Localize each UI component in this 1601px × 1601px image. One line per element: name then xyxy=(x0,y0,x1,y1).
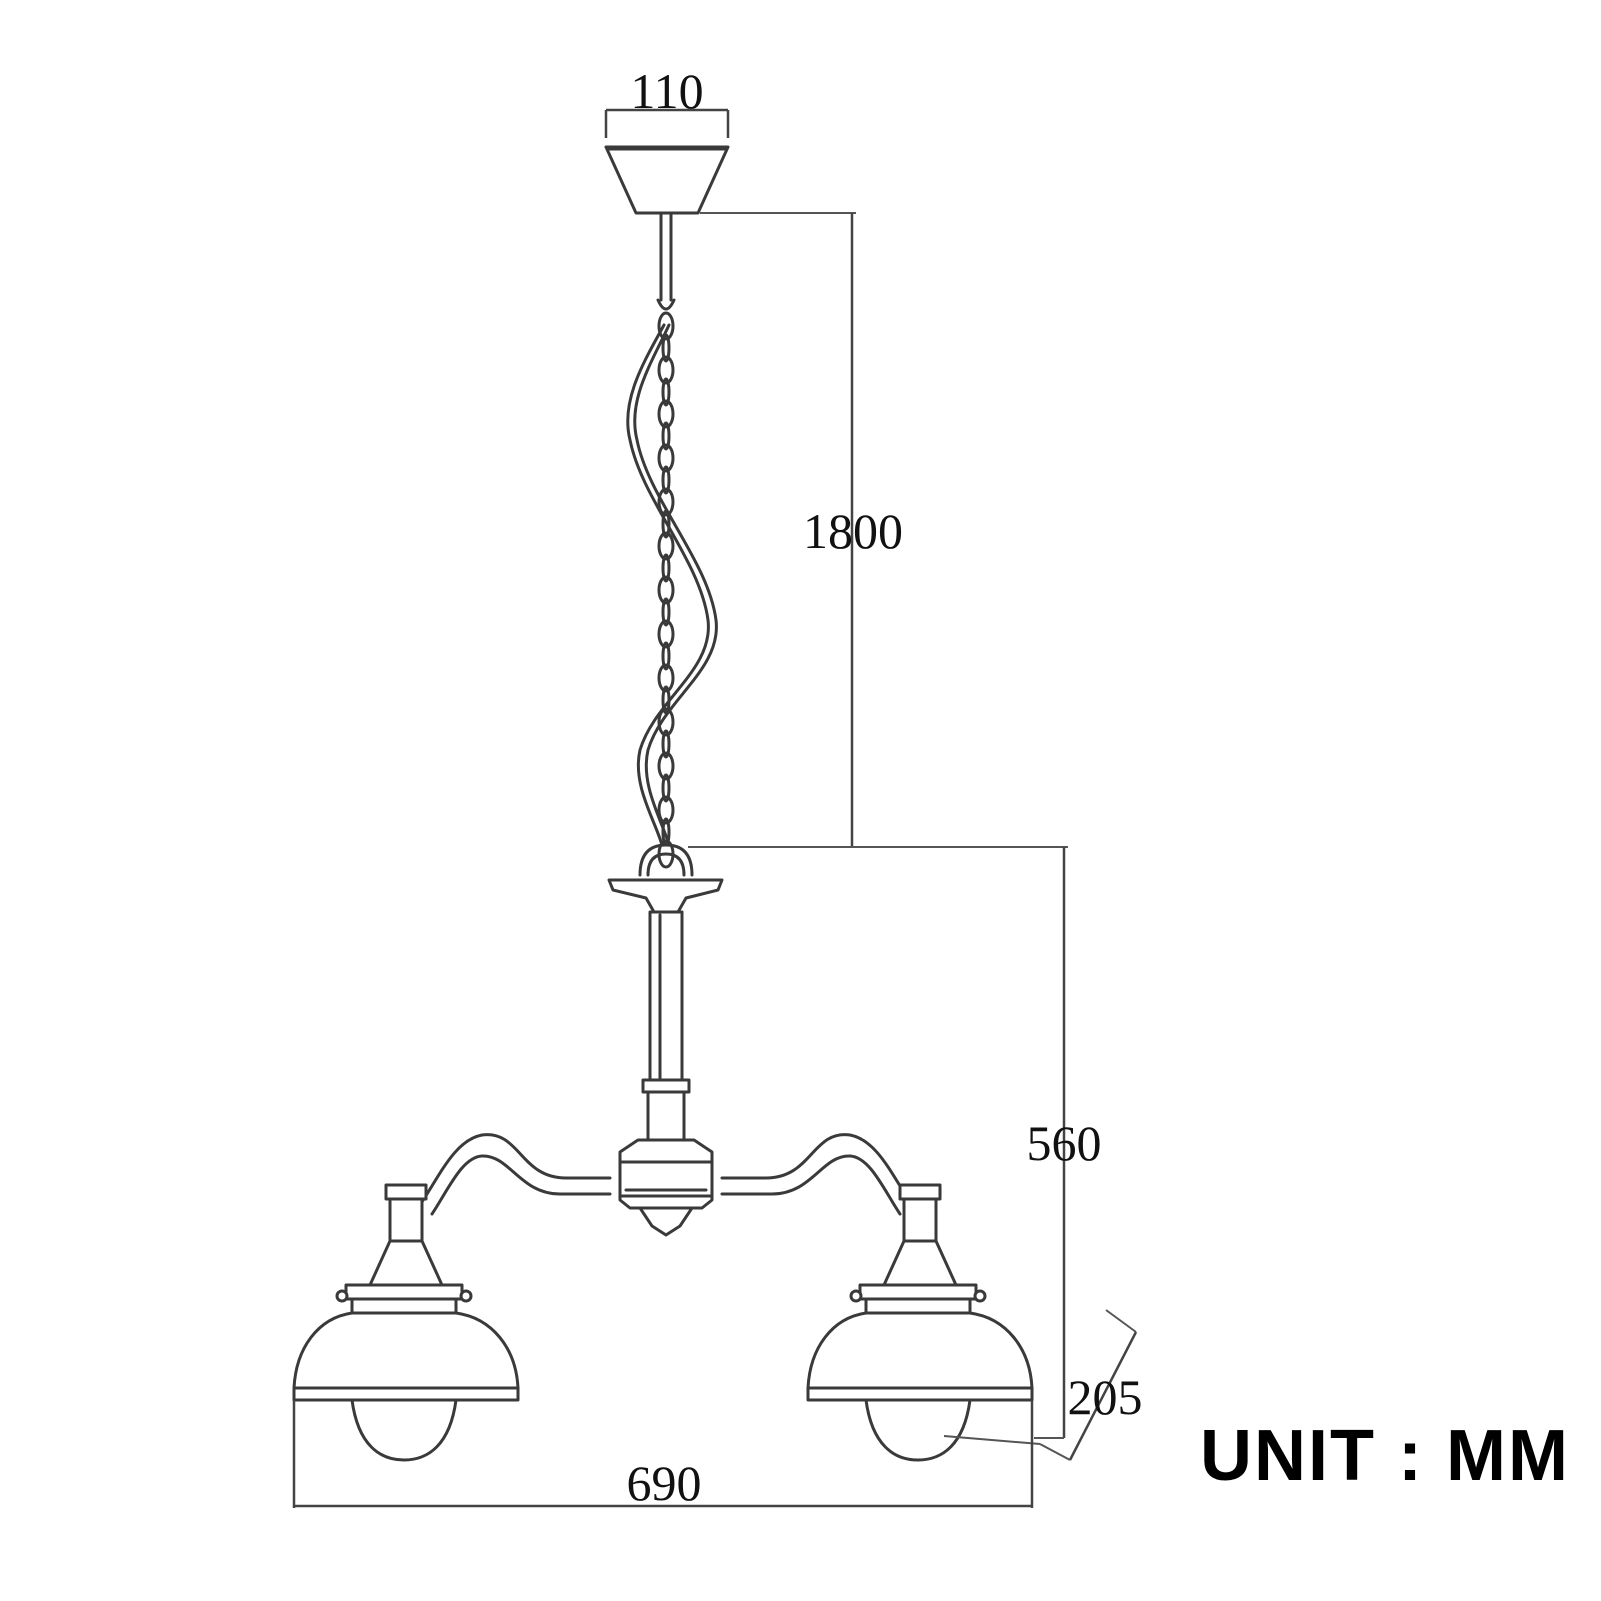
chain-link xyxy=(661,597,671,627)
dimension-1800: 1800 xyxy=(688,212,903,848)
chain-link xyxy=(657,311,675,341)
hanging-chain xyxy=(657,311,675,869)
chain-link xyxy=(657,399,675,429)
chain-link xyxy=(657,663,675,693)
dimension-label-560: 560 xyxy=(1027,1115,1102,1171)
central-stem xyxy=(641,910,691,1144)
right-lamp-shade xyxy=(806,1183,1034,1462)
central-body xyxy=(618,1138,714,1237)
dimension-label-205: 205 xyxy=(1068,1369,1143,1425)
chain-link xyxy=(657,443,675,473)
chain-link xyxy=(657,619,675,649)
chain-link xyxy=(661,465,671,495)
hook-and-cup xyxy=(607,843,724,914)
decorative-wire xyxy=(626,323,718,847)
chain-link xyxy=(661,553,671,583)
dimension-label-110: 110 xyxy=(630,63,703,119)
chain-link xyxy=(657,531,675,561)
unit-label: UNIT : MM xyxy=(1200,1416,1570,1496)
dimension-205: 205 xyxy=(943,1309,1143,1461)
chain-link xyxy=(657,751,675,781)
down-rod xyxy=(656,211,676,311)
chain-link xyxy=(657,795,675,825)
dimension-560: 560 xyxy=(852,846,1102,1439)
dimension-label-1800: 1800 xyxy=(803,503,903,559)
chain-link xyxy=(657,487,675,517)
dimension-110: 110 xyxy=(604,63,730,138)
chain-link xyxy=(657,707,675,737)
chain-link xyxy=(661,773,671,803)
chain-link xyxy=(661,729,671,759)
chain-link xyxy=(661,377,671,407)
left-lamp-shade xyxy=(292,1183,520,1462)
lamp-arms xyxy=(418,1133,914,1216)
chain-link xyxy=(661,641,671,671)
ceiling-canopy xyxy=(604,145,730,215)
chain-link xyxy=(657,575,675,605)
chain-link xyxy=(661,421,671,451)
chain-link xyxy=(661,333,671,363)
chain-link xyxy=(657,355,675,385)
dimension-label-690: 690 xyxy=(627,1455,702,1511)
dimension-690: 690 xyxy=(292,1400,1034,1511)
